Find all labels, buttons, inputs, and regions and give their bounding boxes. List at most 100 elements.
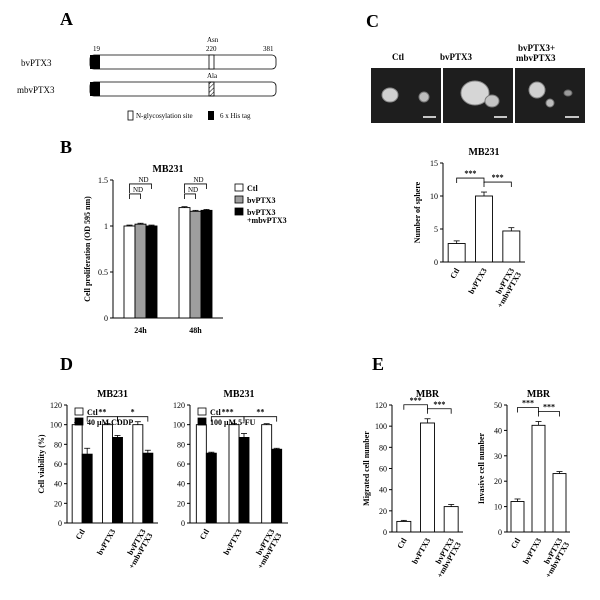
chart-d2-xtick-label-1: bvPTX3 bbox=[222, 528, 244, 557]
chart-c-title: MB231 bbox=[468, 147, 499, 158]
chart-e1-sig-1-text: *** bbox=[433, 400, 445, 409]
chart-b-ytick-label-1: 0.5 bbox=[98, 268, 108, 277]
chart-e1-ytick-label-5: 100 bbox=[375, 422, 387, 431]
chart-e1-title: MBR bbox=[416, 389, 440, 400]
chart-e2-xtick-label-1: bvPTX3 bbox=[521, 537, 543, 566]
chart-c-xtick-label-2: bvPTX3+mbvPTX3 bbox=[488, 267, 523, 310]
chart-e1-xtick-label-1: bvPTX3 bbox=[410, 537, 432, 566]
bvptx3-bar bbox=[89, 54, 277, 70]
sphere-ctl-1 bbox=[381, 87, 399, 103]
chart-e2-ytick-label-0: 0 bbox=[498, 528, 502, 537]
chart-e2-bar-0 bbox=[510, 501, 525, 533]
sphere-bvptx3-1 bbox=[460, 80, 490, 106]
chart-e2-bar-2 bbox=[552, 473, 567, 533]
chart-b-bar-1-2 bbox=[200, 209, 213, 319]
chart-c-ytick-label-2: 10 bbox=[430, 192, 438, 201]
chart-e2-sig-0-text: *** bbox=[522, 399, 534, 408]
chart-d1-xtick-label-1: bvPTX3 bbox=[95, 528, 117, 557]
chart-b-sig-1-0 bbox=[184, 193, 196, 199]
chart-e1-bar-2 bbox=[443, 506, 459, 533]
his-tag-block-mutant bbox=[90, 82, 100, 96]
chart-d2-bar-2-0 bbox=[261, 424, 273, 524]
chart-e1-bar-1 bbox=[420, 422, 435, 533]
chart-d1-ytick-label-6: 120 bbox=[50, 401, 62, 410]
chart-b-legend-label-2-line-1: +mbvPTX3 bbox=[247, 216, 287, 225]
chart-d1-ytick-label-4: 80 bbox=[54, 440, 62, 449]
row-label-mbvptx3: mbvPTX3 bbox=[17, 85, 55, 95]
chart-e1-ytick-label-1: 20 bbox=[379, 507, 387, 516]
chart-b-sig-text-1-1: ND bbox=[193, 176, 203, 184]
chart-c-xtick-label-0: Ctl bbox=[448, 266, 462, 280]
chart-c-xtick-label-1: bvPTX3 bbox=[467, 267, 489, 296]
image-label-ctl: Ctl bbox=[392, 52, 404, 62]
chart-b-ytick-label-0: 0 bbox=[104, 314, 108, 323]
sphere-bvptx3-2 bbox=[484, 94, 500, 108]
chart-d1-bar-0-1 bbox=[81, 453, 93, 524]
chart-e1-sig-0 bbox=[403, 404, 428, 410]
chart-b-legend-label-1: bvPTX3 bbox=[247, 196, 275, 205]
chart-d1-bar-0-0 bbox=[71, 424, 83, 524]
chart-b-bar-0-1 bbox=[134, 223, 147, 319]
chart-e1-xtick-label-2: bvPTX3+mbvPTX3 bbox=[428, 537, 463, 580]
chart-d2-xtick-label-0: Ctl bbox=[198, 527, 212, 541]
chart-d1-xtick-label-2: bvPTX3+mbvPTX3 bbox=[120, 528, 155, 571]
chart-d2-ytick-label-4: 80 bbox=[177, 440, 185, 449]
chart-d2-bar-1-0 bbox=[228, 424, 240, 524]
sphere-combo-3 bbox=[563, 89, 573, 97]
chart-c-bar-2 bbox=[502, 230, 521, 263]
chart-e2-ylabel: Invasive cell number bbox=[477, 432, 486, 504]
black-box-icon bbox=[208, 111, 214, 120]
chart-b-legend-swatch-0 bbox=[234, 183, 244, 192]
chart-d1-legend-label-0: Ctl bbox=[87, 408, 98, 417]
chart-d2-title: MB231 bbox=[223, 389, 254, 400]
image-label-combo-line1: bvPTX3+ bbox=[518, 43, 555, 53]
chart-c-xtick-label-1-line-0: bvPTX3 bbox=[467, 267, 489, 296]
chart-e2-ytick-label-4: 40 bbox=[494, 426, 502, 435]
chart-d2-legend-swatch-1 bbox=[197, 417, 207, 426]
sphere-combo-1 bbox=[528, 81, 546, 99]
chart-d1-xtick-label-0: Ctl bbox=[74, 527, 88, 541]
chart-e2-bar-1 bbox=[531, 424, 546, 533]
chart-d2-bar-1-1 bbox=[238, 437, 250, 524]
chart-d2-ytick-label-5: 100 bbox=[173, 421, 185, 430]
image-label-combo-line2: mbvPTX3 bbox=[516, 53, 556, 63]
chart-e1-sig-1 bbox=[427, 408, 452, 414]
chart-d2-xtick-label-2: bvPTX3+mbvPTX3 bbox=[249, 528, 284, 571]
chart-b-legend-label-2: bvPTX3+mbvPTX3 bbox=[247, 208, 287, 225]
mutant-site-label: Ala bbox=[207, 72, 218, 80]
image-label-bvptx3: bvPTX3 bbox=[440, 52, 473, 62]
chart-d2-ytick-label-3: 60 bbox=[177, 460, 185, 469]
chart-e2-xtick-label-1-line-0: bvPTX3 bbox=[521, 537, 543, 566]
his-tag-block bbox=[90, 55, 100, 69]
chart-e2-sig-1-text: *** bbox=[543, 403, 555, 412]
mbvptx3-bar bbox=[89, 81, 277, 97]
chart-b-sig-text-0-0: ND bbox=[133, 186, 143, 194]
chart-d1-sig-0-text: ** bbox=[98, 408, 106, 417]
panel-letter-c: C bbox=[366, 11, 379, 31]
chart-b-sig-0-0 bbox=[129, 193, 141, 199]
chart-d2-legend-swatch-0 bbox=[197, 407, 207, 416]
chart-b-sig-text-0-1: ND bbox=[138, 176, 148, 184]
chart-e2-xtick-label-0-line-0: Ctl bbox=[509, 536, 523, 550]
panel-letter-b: B bbox=[60, 137, 72, 157]
chart-b-ytick-label-2: 1 bbox=[104, 222, 108, 231]
legend-glycosylation-label: N-glycosylation site bbox=[136, 112, 193, 120]
sphere-ctl-2 bbox=[418, 91, 430, 103]
chart-d1-ytick-label-3: 60 bbox=[54, 460, 62, 469]
glycosylation-site-box bbox=[208, 54, 215, 70]
chart-d1-bar-1-1 bbox=[112, 437, 123, 524]
chart-e1-ytick-label-6: 120 bbox=[375, 401, 387, 410]
chart-b-sig-1-1 bbox=[184, 183, 207, 193]
chart-e2-title: MBR bbox=[527, 389, 551, 400]
image-label-combo: bvPTX3+ mbvPTX3 bbox=[516, 43, 557, 63]
chart-b-ylabel: Cell proliferation (OD 595 nm) bbox=[83, 196, 92, 302]
chart-b-legend-label-1-line-0: bvPTX3 bbox=[247, 196, 275, 205]
chart-e1-xtick-label-0: Ctl bbox=[395, 536, 409, 550]
chart-d1-ytick-label-1: 20 bbox=[54, 499, 62, 508]
legend-his-tag-label: 6 x His tag bbox=[220, 112, 251, 120]
open-box-icon bbox=[127, 110, 134, 121]
chart-b-xtick-label-1: 48h bbox=[189, 326, 202, 335]
chart-e2-ytick-label-1: 10 bbox=[494, 503, 502, 512]
chart-d2-sig-1 bbox=[243, 416, 278, 422]
chart-d2-xtick-label-0-line-0: Ctl bbox=[198, 527, 212, 541]
